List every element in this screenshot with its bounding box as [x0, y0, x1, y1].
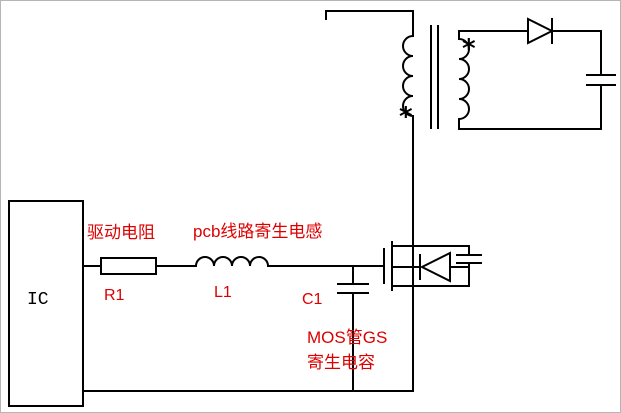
resistor-r1-body: [100, 257, 157, 275]
body-diode-triangle: [419, 251, 451, 283]
wire-secondary-right: [551, 30, 602, 76]
ic-label: IC: [27, 290, 49, 310]
ic-box: [8, 200, 84, 407]
l1-annotation: pcb线路寄生电感: [193, 222, 322, 241]
r1-annotation: 驱动电阻: [87, 223, 155, 242]
transformer-primary-winding: [402, 34, 415, 118]
wire-primary-top: [325, 10, 414, 37]
output-diode-triangle: [527, 17, 555, 45]
inductor-l1-coil: [194, 256, 270, 268]
wire-secondary-bottom: [458, 84, 602, 130]
wire-secondary-top: [458, 30, 529, 40]
c1-ref: C1: [302, 291, 323, 308]
secondary-polarity-mark: *: [462, 34, 476, 64]
primary-polarity-mark: *: [399, 102, 413, 132]
r1-ref: R1: [104, 287, 125, 304]
c1-annotation-line1: MOS管GS: [307, 328, 387, 347]
l1-ref: L1: [214, 284, 232, 301]
transformer-secondary-winding: [457, 37, 470, 121]
c1-annotation-line2: 寄生电容: [307, 353, 375, 372]
